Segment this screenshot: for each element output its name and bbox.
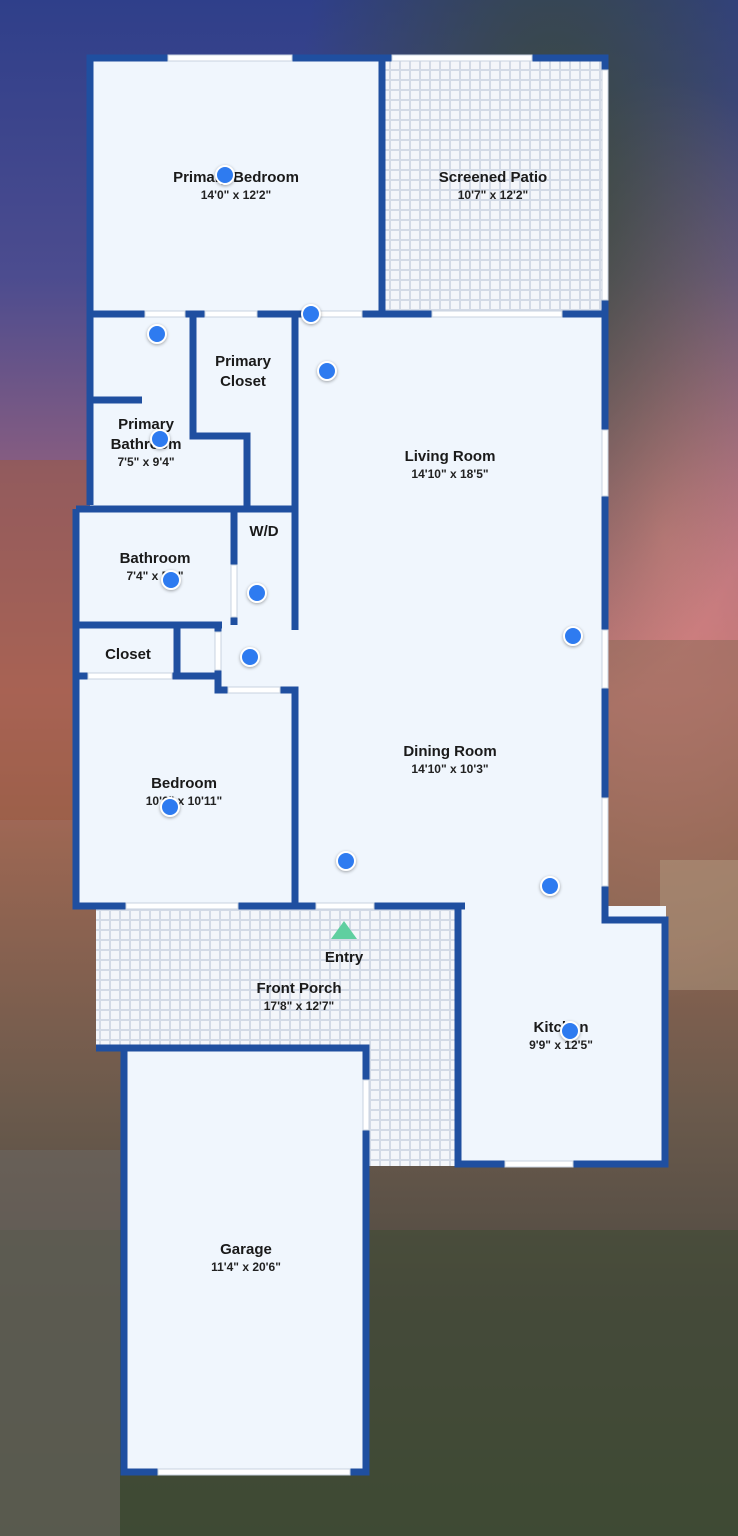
room-label-primary-bathroom: Primary Bathroom 7'5" x 9'4" (111, 415, 182, 470)
room-name: Primary Closet (215, 353, 271, 390)
room-floors (76, 58, 666, 1472)
room-label-closet: Closet (105, 645, 151, 665)
camera-hotspot-icon[interactable] (317, 361, 337, 381)
camera-hotspot-icon[interactable] (247, 583, 267, 603)
camera-hotspot-icon[interactable] (147, 324, 167, 344)
camera-hotspot-icon[interactable] (150, 429, 170, 449)
room-label-wd: W/D (249, 522, 278, 542)
room-label-garage: Garage 11'4" x 20'6" (211, 1240, 281, 1275)
room-label-living-room: Living Room 14'10" x 18'5" (405, 447, 496, 482)
room-label-primary-bedroom: Primary Bedroom 14'0" x 12'2" (173, 168, 299, 203)
camera-hotspot-icon[interactable] (240, 647, 260, 667)
room-name: Front Porch (256, 980, 342, 997)
room-name: W/D (249, 523, 279, 540)
entry-arrow-icon[interactable] (331, 921, 357, 939)
room-label-bedroom: Bedroom 10'6" x 10'11" (146, 774, 222, 809)
room-dimensions: 9'9" x 12'5" (529, 1038, 593, 1052)
room-name: Closet (105, 646, 151, 663)
camera-hotspot-icon[interactable] (336, 851, 356, 871)
camera-hotspot-icon[interactable] (301, 304, 321, 324)
room-dimensions: 14'10" x 10'3" (411, 762, 489, 776)
room-dimensions: 11'4" x 20'6" (211, 1260, 281, 1274)
room-name: Primary Bathroom (110, 416, 182, 453)
camera-hotspot-icon[interactable] (215, 165, 235, 185)
room-name: Bathroom (119, 550, 191, 567)
room-label-front-porch: Front Porch 17'8" x 12'7" (257, 979, 342, 1014)
room-dimensions: 17'8" x 12'7" (263, 999, 335, 1013)
camera-hotspot-icon[interactable] (161, 570, 181, 590)
camera-hotspot-icon[interactable] (560, 1021, 580, 1041)
room-dimensions: 14'0" x 12'2" (200, 188, 272, 202)
windows (87, 54, 609, 1476)
room-name: Garage (220, 1241, 272, 1258)
tiled-areas (96, 58, 605, 1166)
camera-hotspot-icon[interactable] (540, 876, 560, 896)
room-name: Screened Patio (438, 169, 548, 186)
room-dimensions: 7'5" x 9'4" (117, 455, 175, 469)
room-name: Dining Room (403, 743, 497, 760)
room-dimensions: 10'6" x 10'11" (145, 794, 223, 808)
room-name: Bedroom (151, 775, 217, 792)
room-dimensions: 14'10" x 18'5" (411, 467, 489, 481)
room-label-entry: Entry (325, 948, 363, 968)
room-label-dining-room: Dining Room 14'10" x 10'3" (403, 742, 496, 777)
room-label-screened-patio: Screened Patio 10'7" x 12'2" (439, 168, 547, 203)
camera-hotspot-icon[interactable] (160, 797, 180, 817)
room-name: Living Room (404, 448, 496, 465)
room-name: Primary Bedroom (173, 169, 299, 186)
room-dimensions: 10'7" x 12'2" (457, 188, 529, 202)
room-name: Entry (324, 949, 364, 966)
room-label-primary-closet: Primary Closet (215, 352, 271, 392)
camera-hotspot-icon[interactable] (563, 626, 583, 646)
